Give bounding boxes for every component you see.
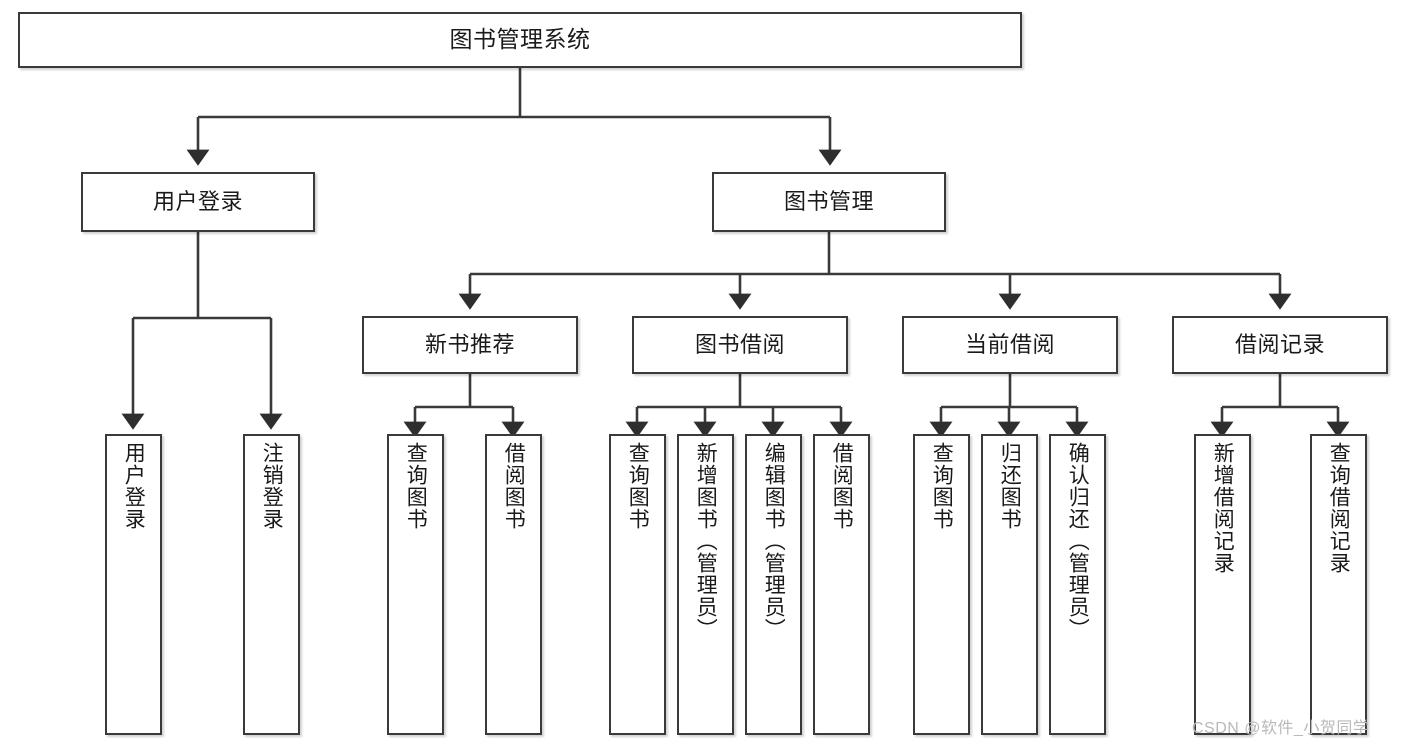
- leaf-book-borrow-add-book-admin[interactable]: 新增图书（管理员）: [677, 434, 734, 735]
- node-borrow-record[interactable]: 借阅记录: [1172, 316, 1388, 374]
- leaf-borrow-record-query-record[interactable]: 查询借阅记录: [1310, 434, 1367, 735]
- node-label: 当前借阅: [964, 331, 1055, 357]
- node-current-borrow[interactable]: 当前借阅: [902, 316, 1118, 374]
- node-new-book-recommend[interactable]: 新书推荐: [362, 316, 578, 374]
- node-label: 图书借阅: [694, 331, 785, 357]
- leaf-book-borrow-borrow-book[interactable]: 借阅图书: [813, 434, 870, 735]
- node-label: 确认归还（管理员）: [1066, 442, 1090, 640]
- leaf-user-login-do-login[interactable]: 用户登录: [105, 434, 162, 735]
- node-label: 借阅记录: [1234, 331, 1325, 357]
- node-label: 图书管理: [783, 188, 874, 214]
- node-book-borrow[interactable]: 图书借阅: [632, 316, 848, 374]
- node-user-login[interactable]: 用户登录: [81, 172, 315, 232]
- leaf-borrow-record-add-record[interactable]: 新增借阅记录: [1194, 434, 1251, 735]
- node-label: 查询图书: [626, 442, 650, 530]
- leaf-new-book-borrow-book[interactable]: 借阅图书: [485, 434, 542, 735]
- node-label: 新书推荐: [424, 331, 515, 357]
- node-label: 图书管理系统: [449, 26, 591, 53]
- node-label: 查询借阅记录: [1327, 442, 1351, 574]
- node-label: 借阅图书: [502, 442, 526, 530]
- leaf-current-borrow-return-book[interactable]: 归还图书: [981, 434, 1038, 735]
- node-label: 用户登录: [122, 442, 146, 530]
- leaf-user-login-logout[interactable]: 注销登录: [243, 434, 300, 735]
- node-label: 归还图书: [998, 442, 1022, 530]
- node-root-book-management-system[interactable]: 图书管理系统: [18, 12, 1022, 68]
- leaf-book-borrow-edit-book-admin[interactable]: 编辑图书（管理员）: [745, 434, 802, 735]
- csdn-watermark: CSDN @软件_小贺同学: [1192, 720, 1370, 737]
- leaf-current-borrow-query-book[interactable]: 查询图书: [913, 434, 970, 735]
- node-label: 查询图书: [404, 442, 428, 530]
- node-book-management[interactable]: 图书管理: [712, 172, 946, 232]
- node-label: 编辑图书（管理员）: [762, 442, 786, 640]
- node-label: 用户登录: [152, 188, 243, 214]
- leaf-new-book-query-book[interactable]: 查询图书: [387, 434, 444, 735]
- node-label: 注销登录: [260, 442, 284, 530]
- leaf-current-borrow-confirm-return-admin[interactable]: 确认归还（管理员）: [1049, 434, 1106, 735]
- node-label: 新增图书（管理员）: [694, 442, 718, 640]
- node-label: 查询图书: [930, 442, 954, 530]
- node-label: 新增借阅记录: [1211, 442, 1235, 574]
- leaf-book-borrow-query-book[interactable]: 查询图书: [609, 434, 666, 735]
- node-label: 借阅图书: [830, 442, 854, 530]
